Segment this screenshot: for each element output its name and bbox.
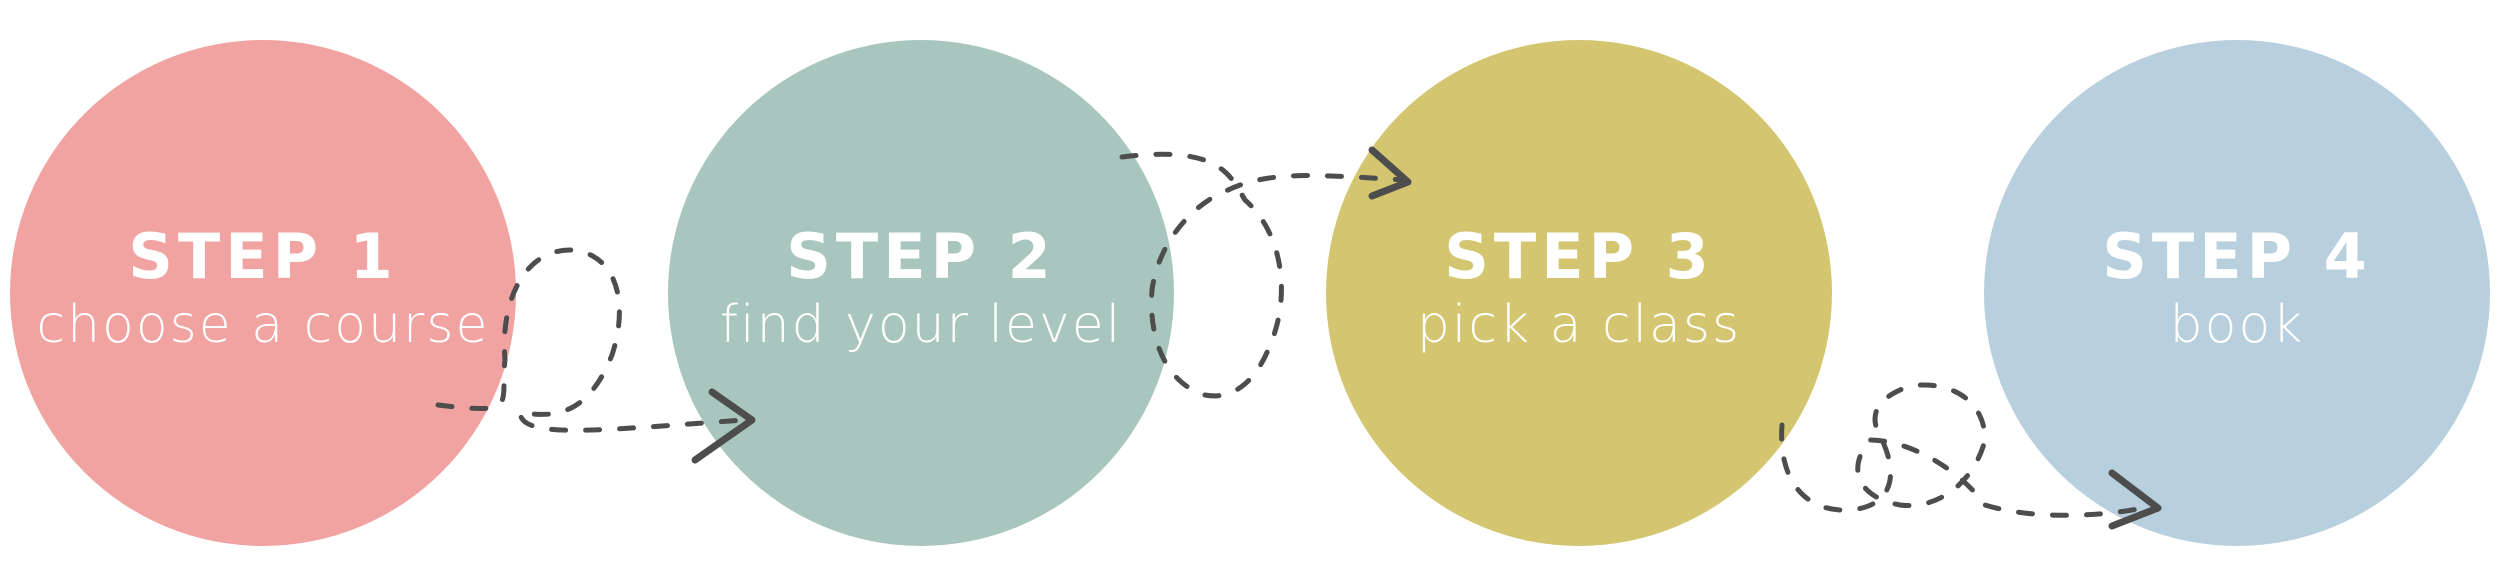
- step-3-title: STEP 3: [1444, 220, 1714, 293]
- step-4-circle: [1984, 40, 2490, 546]
- step-2-title: STEP 2: [786, 220, 1056, 293]
- arrow-2-head-icon: [1368, 146, 1412, 200]
- arrow-1-loop-path: [435, 247, 748, 433]
- step-2-label: STEP 2 find your level: [668, 222, 1174, 358]
- step-1-subtitle: choose a course: [36, 295, 490, 355]
- step-1-label: STEP 1 choose a course: [10, 222, 516, 358]
- step-2-circle: [668, 40, 1174, 546]
- step-4-title: STEP 4: [2102, 220, 2372, 293]
- arrow-2-loop-path: [1119, 151, 1408, 399]
- step-4-label: STEP 4 book: [1984, 222, 2490, 358]
- step-2-subtitle: find your level: [719, 295, 1123, 355]
- step-1-circle: [10, 40, 516, 546]
- arrow-3-loop-path: [1779, 382, 2158, 518]
- arrow-1-head-icon: [691, 388, 756, 464]
- arrow-3-head-icon: [2108, 469, 2162, 530]
- step-3-circle: [1326, 40, 1832, 546]
- step-3-subtitle: pick a class: [1416, 295, 1742, 355]
- step-3-label: STEP 3 pick a class: [1326, 222, 1832, 358]
- step-1-title: STEP 1: [128, 220, 398, 293]
- step-4-subtitle: book: [2169, 295, 2305, 355]
